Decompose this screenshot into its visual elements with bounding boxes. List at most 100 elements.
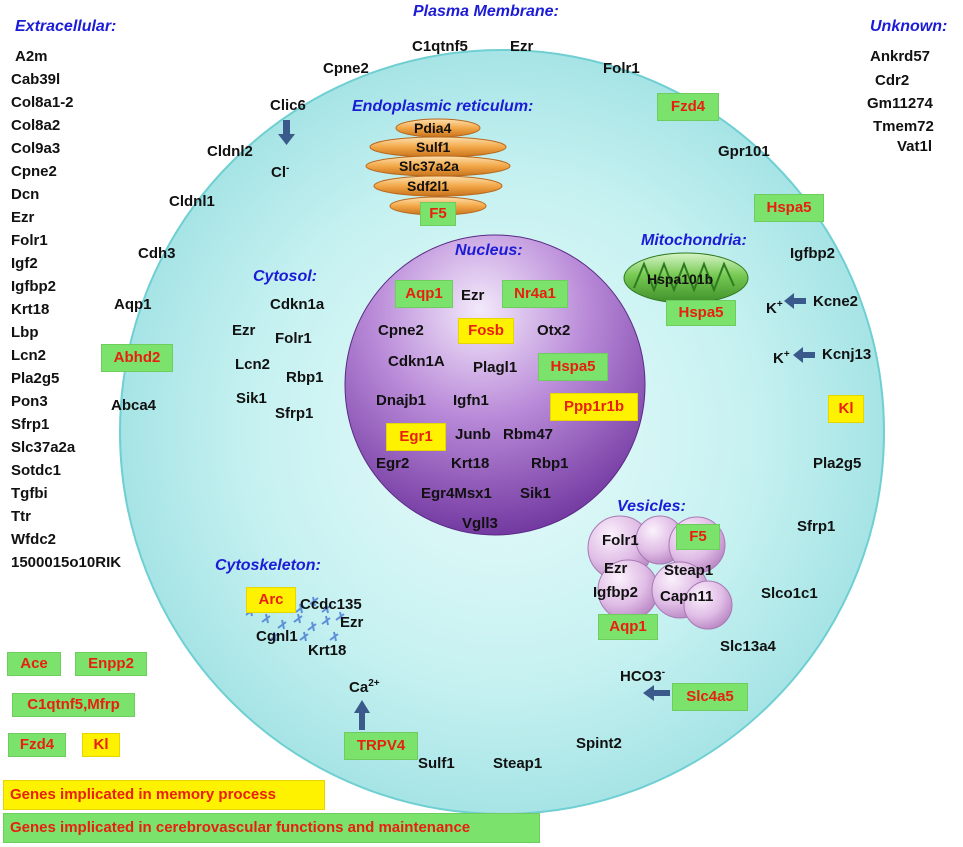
membrane-gene-pla2g5: Pla2g5 (813, 455, 862, 472)
nucleus-gene-sik1: Sik1 (520, 485, 551, 502)
membrane-ion-ca: Ca2+ (349, 675, 380, 697)
extracellular-box-fzd4: Fzd4 (8, 733, 66, 757)
hco3-text: HCO3 (620, 668, 662, 685)
heading-plasma-membrane: Plasma Membrane: (413, 3, 559, 20)
membrane-gene-c1qtnf5: C1qtnf5 (412, 38, 468, 55)
membrane-ion-k1: K+ (766, 296, 783, 318)
k2-text: K (773, 350, 784, 367)
gene-label: Ttr (11, 508, 31, 525)
vesicle-box-f5: F5 (676, 524, 720, 550)
nucleus-gene-ezr: Ezr (461, 287, 485, 304)
extracellular-box-c1qtnf5-mfrp: C1qtnf5,Mfrp (12, 693, 135, 717)
cytosol-gene-sfrp1: Sfrp1 (275, 405, 314, 422)
nucleus-gene-krt18: Krt18 (451, 455, 490, 472)
unknown-gene: Tmem72 (873, 118, 934, 135)
er-shape (365, 118, 511, 216)
nucleus-gene-rbm47: Rbm47 (503, 426, 554, 443)
heading-unknown: Unknown: (870, 18, 948, 35)
cytoskeleton-gene-krt18: Krt18 (308, 642, 347, 659)
nucleus-gene-igfn1: Igfn1 (453, 392, 489, 409)
hco3-charge: - (661, 667, 666, 678)
nucleus-gene-plagl1: Plagl1 (473, 359, 518, 376)
gene-label: Igf2 (11, 255, 38, 272)
k1-text: K (766, 300, 777, 317)
arrows (278, 120, 815, 730)
membrane-gene-kcnj13: Kcnj13 (822, 346, 872, 363)
membrane-gene-cldnl1: Cldnl1 (169, 193, 215, 210)
nucleus-box-nr4a1: Nr4a1 (502, 280, 568, 308)
slc4a5-arrow (643, 685, 670, 701)
nucleus-gene-vgll3: Vgll3 (462, 515, 498, 532)
er-gene: Pdia4 (414, 120, 452, 136)
membrane-ion-cl: Cl- (271, 160, 289, 182)
cytoskeleton-gene-ccdc135: Ccdc135 (300, 596, 362, 613)
nucleus-gene-dnajb1: Dnajb1 (376, 392, 427, 409)
ca-text: Ca (349, 679, 369, 696)
ca-charge: 2+ (368, 678, 380, 689)
membrane-box-abhd2: Abhd2 (101, 344, 173, 372)
cytosol-gene-rbp1: Rbp1 (286, 369, 324, 386)
gene-label: Lcn2 (11, 347, 47, 364)
gene-label: Folr1 (11, 232, 48, 249)
membrane-gene-aqp1: Aqp1 (114, 296, 152, 313)
membrane-box-kl: Kl (828, 395, 864, 423)
mitochondria-shape (623, 252, 749, 304)
nucleus-box-ppp1r1b: Ppp1r1b (550, 393, 638, 421)
gene-label: Krt18 (11, 301, 50, 318)
legend-memory: Genes implicated in memory process (3, 780, 325, 810)
cl-charge: - (286, 163, 290, 174)
cytoskeleton-box-arc: Arc (246, 587, 296, 613)
gene-label: Sfrp1 (11, 416, 50, 433)
kcnj13-arrow (793, 347, 815, 363)
nucleus-gene-cdkn1a: Cdkn1A (388, 353, 445, 370)
membrane-gene-gpr101: Gpr101 (718, 143, 770, 160)
gene-label: 1500015o10RIK (11, 554, 122, 571)
membrane-gene-cpne2: Cpne2 (323, 60, 369, 77)
membrane-box-trpv4: TRPV4 (344, 732, 418, 760)
heading-cytoskeleton: Cytoskeleton: (215, 557, 321, 574)
membrane-gene-sulf1: Sulf1 (418, 755, 455, 772)
extracellular-gene-list: A2m Cab39l Col8a1-2 Col8a2 Col9a3 Cpne2 … (11, 48, 121, 577)
vesicle-gene-capn11: Capn11 (660, 588, 714, 605)
gene-label: Pon3 (11, 393, 48, 410)
membrane-gene-clic6: Clic6 (270, 97, 306, 114)
gene-label: Lbp (11, 324, 39, 341)
unknown-gene: Vat1l (897, 138, 933, 155)
gene-label: Ezr (11, 209, 35, 226)
er-gene: Sulf1 (416, 139, 451, 155)
legend-cerebrovascular: Genes implicated in cerebrovascular func… (3, 813, 540, 843)
heading-mitochondria: Mitochondria: (641, 232, 747, 249)
membrane-gene-kcne2: Kcne2 (813, 293, 859, 310)
heading-er: Endoplasmic reticulum: (352, 98, 534, 115)
membrane-gene-sfrp1: Sfrp1 (797, 518, 836, 535)
heading-vesicles: Vesicles: (617, 498, 686, 515)
nucleus-gene-egr2: Egr2 (376, 455, 410, 472)
nucleus-gene-egr4msx1: Egr4Msx1 (421, 485, 492, 502)
cytoskeleton-gene-cgnl1: Cgnl1 (256, 628, 298, 645)
membrane-box-slc4a5: Slc4a5 (672, 683, 748, 711)
membrane-gene-slc13a4: Slc13a4 (720, 638, 776, 655)
gene-label: Col8a1-2 (11, 94, 74, 111)
cytosol-gene-sik1: Sik1 (236, 390, 267, 407)
membrane-ion-hco3: HCO3- (620, 664, 665, 686)
membrane-gene-folr1: Folr1 (603, 60, 640, 77)
membrane-box-hspa5: Hspa5 (754, 194, 824, 222)
membrane-gene-spint2: Spint2 (576, 735, 622, 752)
er-gene: Slc37a2a (399, 158, 459, 174)
heading-cytosol: Cytosol: (253, 268, 317, 285)
gene-label: Igfbp2 (11, 278, 56, 295)
gene-label: A2m (15, 48, 48, 65)
membrane-gene-steap1: Steap1 (493, 755, 543, 772)
nucleus-gene-cpne2: Cpne2 (378, 322, 424, 339)
vesicle-box-aqp1: Aqp1 (598, 614, 658, 640)
mito-box-hspa5: Hspa5 (666, 300, 736, 326)
gene-label: Sotdc1 (11, 462, 62, 479)
mito-gene-hspa101b: Hspa101b (647, 271, 714, 287)
membrane-box-fzd4: Fzd4 (657, 93, 719, 121)
membrane-gene-cldnl2: Cldnl2 (207, 143, 253, 160)
nucleus-box-hspa5: Hspa5 (538, 353, 608, 381)
nucleus-shape (344, 234, 646, 536)
gene-label: Pla2g5 (11, 370, 60, 387)
vesicle-gene-igfbp2: Igfbp2 (593, 584, 638, 601)
